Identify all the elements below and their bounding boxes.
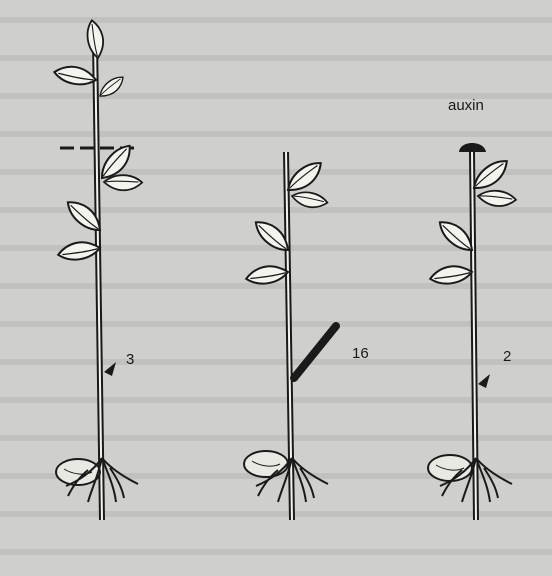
auxin-cap bbox=[459, 143, 486, 152]
plant-3-auxin bbox=[428, 143, 517, 520]
auxin-label: auxin bbox=[448, 98, 484, 113]
plant-1-bud-value: 3 bbox=[126, 352, 134, 367]
elongated-bud-shoot bbox=[294, 326, 336, 378]
plant-2-bud-value: 16 bbox=[352, 346, 369, 361]
axillary-bud bbox=[478, 374, 490, 388]
plant-3-bud-value: 2 bbox=[503, 349, 511, 364]
